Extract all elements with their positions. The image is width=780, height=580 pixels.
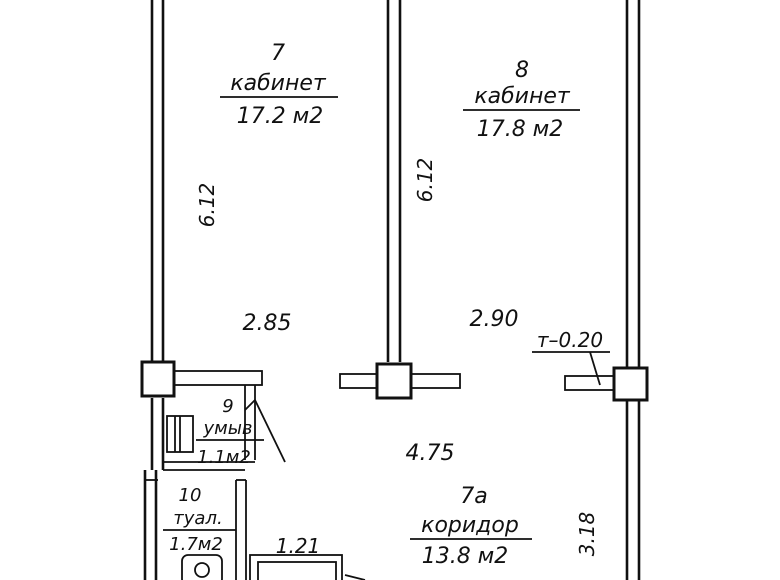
corridor-partition-left (173, 370, 263, 386)
dimension-4-75: 4.75 (406, 441, 455, 466)
room-9-label: 9 умыв 1.1м2 (196, 396, 264, 468)
sink-icon (166, 415, 194, 453)
room-8-label: 8 кабинет 17.8 м2 (463, 58, 580, 142)
dimension-1-21: 1.21 (276, 534, 321, 558)
room-7-label: 7 кабинет 17.2 м2 (220, 41, 338, 129)
room-9-number: 9 (222, 396, 233, 417)
dimension-wall-thickness: т–0.20 (537, 328, 603, 352)
dimension-6-12-left: 6.12 (195, 183, 219, 228)
column-right (612, 366, 649, 402)
dimension-3-18: 3.18 (575, 512, 599, 557)
dimension-6-12-middle: 6.12 (413, 158, 437, 203)
room-8-number: 8 (515, 58, 529, 83)
room-10-label: 10 туал. 1.7м2 (163, 485, 236, 555)
dimension-2-85: 2.85 (243, 311, 292, 336)
corridor-partition-right (564, 375, 616, 391)
room-10-name: туал. (173, 508, 222, 529)
room-7a-label: 7а коридор 13.8 м2 (410, 484, 532, 569)
room-10-number: 10 (179, 485, 202, 506)
room-9-area: 1.1м2 (197, 447, 251, 468)
dimension-2-90: 2.90 (470, 307, 519, 332)
room-8-name: кабинет (474, 84, 571, 109)
column-center (375, 362, 413, 400)
room-7a-area: 13.8 м2 (422, 544, 509, 569)
column-left (140, 360, 176, 398)
room-7a-name: коридор (421, 513, 519, 538)
middle-partition-wall (386, 0, 402, 362)
room-7-area: 17.2 м2 (237, 104, 324, 129)
room-9-name: умыв (202, 418, 252, 439)
room-7a-number: 7а (460, 484, 487, 509)
room-7-name: кабинет (230, 71, 327, 96)
room-10-area: 1.7м2 (169, 534, 223, 555)
room-7-number: 7 (271, 41, 285, 66)
door-bottom (249, 554, 366, 580)
washroom-walls (163, 385, 286, 471)
toilet-icon (181, 554, 223, 580)
left-wall (143, 0, 165, 580)
room-8-area: 17.8 м2 (477, 117, 564, 142)
right-wall (625, 0, 641, 580)
